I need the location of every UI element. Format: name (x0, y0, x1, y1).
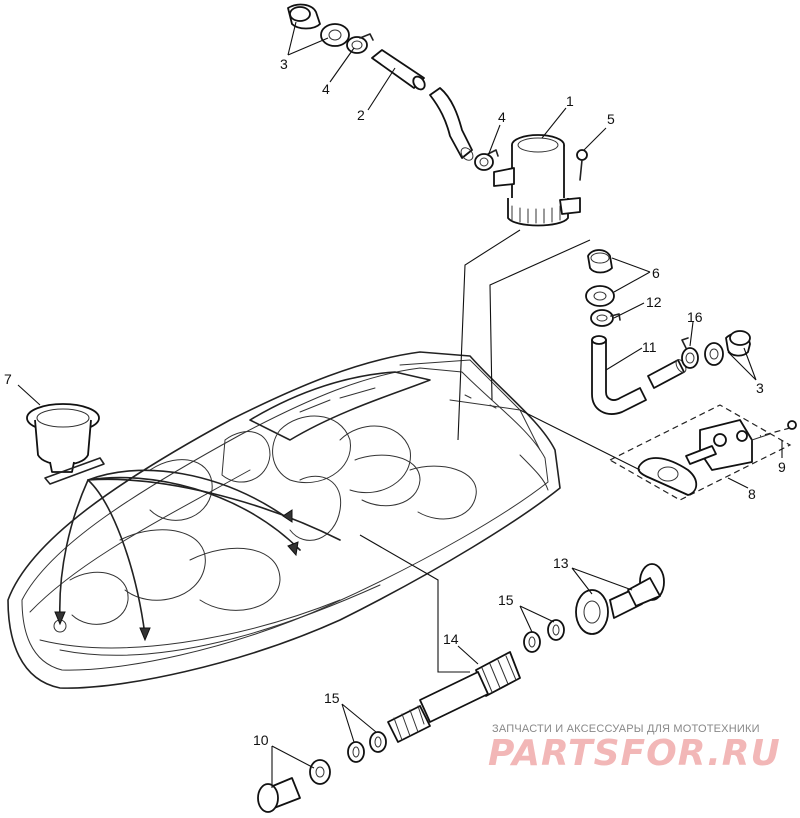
callout-13: 13 (553, 555, 569, 571)
watermark-tagline: ЗАПЧАСТИ И АКСЕССУАРЫ ДЛЯ МОТОТЕХНИКИ (492, 723, 760, 735)
part-10-drain-plug (257, 759, 331, 813)
callout-11: 11 (642, 339, 657, 355)
part-13-drain-plug (575, 563, 665, 635)
callout-15-right: 15 (498, 592, 514, 608)
part-15-clamp-right (523, 619, 565, 653)
part-15-clamp-left (347, 731, 387, 763)
callout-leaders (271, 21, 757, 788)
callout-5: 5 (607, 111, 615, 127)
part-1-bilge-pump (493, 134, 581, 227)
part-12-clamp (590, 309, 621, 327)
part-5-screw (576, 149, 588, 181)
wiring-harness (54, 469, 341, 642)
part-9-screw (759, 420, 797, 458)
part-16-clamp (681, 337, 699, 369)
boat-hull (7, 351, 561, 689)
callout-2: 2 (357, 107, 365, 123)
pump-leader-lines (457, 229, 591, 441)
callout-10: 10 (253, 732, 269, 748)
callout-3-top: 3 (280, 56, 288, 72)
part-8-switch-panel (608, 404, 792, 501)
callout-8: 8 (748, 486, 756, 502)
callout-15-left: 15 (324, 690, 340, 706)
callout-1: 1 (566, 93, 574, 109)
callout-4-pump: 4 (498, 109, 506, 125)
part-6-fitting (585, 249, 615, 307)
part-14-bellows-hose (387, 651, 521, 743)
part-4-clamp-pump (474, 149, 499, 171)
lower-leader-line (359, 534, 470, 673)
callout-4-top: 4 (322, 81, 330, 97)
callout-14: 14 (443, 631, 459, 647)
callout-numbers: 1 2 3 3 4 4 5 6 7 8 9 10 11 12 13 14 15 … (4, 56, 786, 748)
part-3-fitting-top (287, 3, 350, 47)
panel-leader-line (519, 409, 641, 471)
part-11-hose (591, 335, 687, 415)
callout-6: 6 (652, 265, 660, 281)
part-7-receptacle (17, 384, 105, 485)
callout-7: 7 (4, 371, 12, 387)
callout-3-right: 3 (756, 380, 764, 396)
watermark-logo: PARTSFOR.RU (488, 733, 781, 774)
part-2-hose (371, 49, 474, 161)
callout-9: 9 (778, 459, 786, 475)
part-4-clamp-top (346, 33, 374, 54)
callout-16: 16 (687, 309, 703, 325)
callout-12: 12 (646, 294, 662, 310)
part-3-fitting-right (704, 330, 751, 366)
